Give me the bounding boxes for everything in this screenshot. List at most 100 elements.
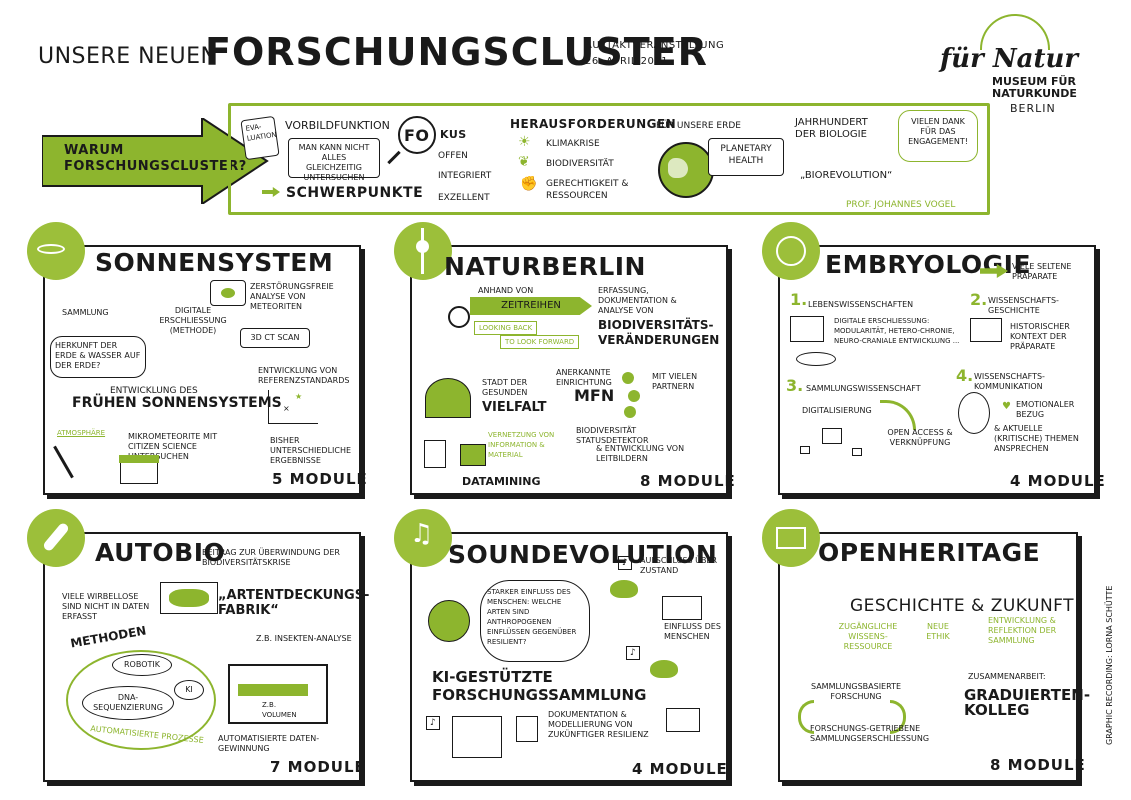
planetary-health-banner: Planetary Health — [708, 138, 784, 176]
challenge-klimakrise: Klimakrise — [546, 139, 600, 149]
fokus-kus: kus — [440, 128, 467, 141]
building-shape — [776, 527, 806, 549]
openheritage-modules: 8 Module — [990, 756, 1086, 774]
leaf-icon: ❦ — [518, 154, 530, 170]
embryologie-open-access: Open Access & Verknüpfung — [887, 428, 953, 447]
heart-icon: ♥ — [1002, 401, 1011, 412]
world-map-icon — [160, 582, 218, 614]
bar-chart-icon — [666, 708, 700, 732]
embryologie-praeparate: viele seltene Präparate — [1012, 262, 1072, 281]
note-glyph: ♫ — [410, 519, 434, 549]
evaluation-label: Eva-luation — [245, 122, 278, 143]
vorbild-label: Vorbildfunktion — [285, 119, 390, 132]
zeitreihen-arrow: Zeitreihen — [470, 297, 592, 315]
network-node-2 — [852, 448, 862, 456]
embryologie-modules: 4 Module — [1010, 472, 1106, 490]
openheritage-kolleg: Graduierten-kolleg — [964, 686, 1091, 719]
herkunft-bubble: Herkunft der Erde & Wasser auf der Erde? — [50, 336, 146, 378]
method-dna: DNA-Sequenzierung — [82, 686, 174, 720]
event-name: Auftaktveranstaltung — [585, 40, 725, 51]
analysis-box-icon — [228, 664, 328, 724]
embryologie-n2: 2. — [970, 290, 988, 309]
sonnensystem-fruehen: frühen Sonnensystems — [72, 395, 282, 411]
jahrhundert-label: Jahrhundert der Biologie — [795, 117, 868, 140]
embryologie-n1: 1. — [790, 290, 808, 309]
sonnensystem-digitale: Digitale Erschliessung (Methode) — [159, 306, 227, 335]
network-icon — [822, 428, 842, 444]
challenge-gerechtigkeit: Gerechtigkeit & Ressourcen — [546, 179, 629, 201]
ct-scan-box: 3D CT Scan — [240, 328, 310, 348]
panel-sonnensystem — [43, 245, 361, 495]
sonnensystem-atmosphaere: Atmosphäre — [57, 429, 106, 437]
music-note-small-icon: ♪ — [618, 556, 632, 570]
partner-node-3 — [624, 406, 636, 418]
panel-openheritage — [778, 532, 1078, 782]
autobio-wirbellose: Viele Wirbellose sind nicht in Daten erf… — [62, 592, 150, 621]
logo-script: für Natur — [940, 44, 1079, 74]
planets-icon — [27, 222, 85, 280]
autobio-volumen: z.B. Volumen — [262, 701, 297, 719]
naturberlin-leitbilder: & Entwicklung von Leitbildern — [596, 444, 685, 463]
naturberlin-vielfalt: Vielfalt — [482, 400, 547, 415]
looking-back-label: looking back — [474, 321, 538, 335]
autobio-beitrag: Beitrag zur Überwindung der Biodiversitä… — [202, 548, 340, 567]
openheritage-zusammenarbeit: Zusammenarbeit: — [968, 672, 1046, 681]
naturberlin-anerkannte: Anerkannte Einrichtung — [556, 368, 612, 387]
naturberlin-erfassung: Erfassung, Dokumentation & Analyse von — [598, 286, 677, 315]
photo-icon — [460, 444, 486, 466]
graphic-credit: Graphic Recording: Lorna Schütte — [1105, 585, 1114, 745]
naturberlin-magnifier-icon — [448, 306, 470, 328]
soundevolution-ki: KI-Gestützte — [432, 668, 553, 686]
reference-plot: ★ × — [268, 390, 318, 424]
sonnensystem-sammlung: Sammlung — [62, 308, 109, 317]
naturberlin-stadt: Stadt der gesunden — [482, 378, 528, 397]
autobio-artentdeckung: „Artentdeckungs-Fabrik“ — [218, 588, 370, 618]
house-icon — [119, 455, 159, 484]
fist-icon: ✊ — [520, 176, 538, 192]
museum-building-icon — [762, 509, 820, 567]
music-note-small-icon-2: ♪ — [626, 646, 640, 660]
city-globe-icon — [425, 378, 471, 418]
continent-shape — [169, 589, 209, 607]
why-arrow-shape — [41, 116, 269, 206]
music-notes-icon: ♫ — [394, 509, 452, 567]
face-icon — [958, 392, 990, 434]
museum-logo: für Natur Museum für Naturkunde Berlin — [940, 14, 1090, 115]
embryologie-historisch: Historischer Kontext der Präparate — [1010, 322, 1070, 351]
partner-node-2 — [628, 390, 640, 402]
soundevolution-doku: Dokumentation & Modellierung von zukünft… — [548, 710, 649, 739]
thanks-bubble: Vielen Dank für das Engagement! — [898, 110, 978, 162]
bird-icon-2 — [650, 660, 678, 678]
meteorite-icon — [221, 288, 235, 298]
soundevolution-title: SoundEvolution — [448, 540, 718, 569]
earth-icon — [428, 600, 470, 642]
grid-icon — [516, 716, 538, 742]
network-node-1 — [800, 446, 810, 454]
openheritage-geschichte: Geschichte & Zukunft — [850, 596, 1075, 616]
insect-body — [41, 521, 71, 553]
why-arrow-text: Warum Forschungscluster? — [64, 143, 247, 174]
look-forward-label: to look forward — [500, 335, 580, 349]
soundevolution-einfluss-bubble: Starker Einfluss des Menschen: Welche Ar… — [480, 580, 590, 662]
houses-icon — [662, 596, 702, 620]
vorbild-note: Man kann nicht alles gleichzeitig unters… — [288, 138, 380, 182]
professor-name: Prof. Johannes Vogel — [846, 200, 956, 210]
meteorite-image — [210, 280, 246, 306]
embryologie-n4: 4. — [956, 366, 974, 385]
embryologie-title: Embryologie — [825, 250, 1032, 279]
embryologie-lebens: Lebenswissenschaften — [808, 300, 914, 309]
arrow-icon — [262, 187, 280, 197]
naturberlin-partner: mit vielen Partnern — [652, 372, 698, 391]
document-icon — [424, 440, 446, 468]
why-arrow: Warum Forschungscluster? — [41, 116, 282, 206]
intro-box — [228, 103, 990, 215]
autobio-datengewinnung: Automatisierte Daten-gewinnung — [218, 734, 320, 753]
embryologie-wissgesch: Wissenschafts-geschichte — [988, 296, 1059, 315]
fokus-item-integriert: Integriert — [438, 171, 492, 181]
embryologie-aktuelle: & aktuelle (kritische) Themen ansprechen — [994, 424, 1079, 453]
challenges-title: Herausforderungen — [510, 117, 677, 131]
autobio-insekten: z.B. Insekten-Analyse — [256, 634, 352, 643]
logo-city: Berlin — [1010, 102, 1056, 115]
plot-star-icon: ★ — [295, 392, 303, 401]
globe-continent — [668, 158, 688, 178]
